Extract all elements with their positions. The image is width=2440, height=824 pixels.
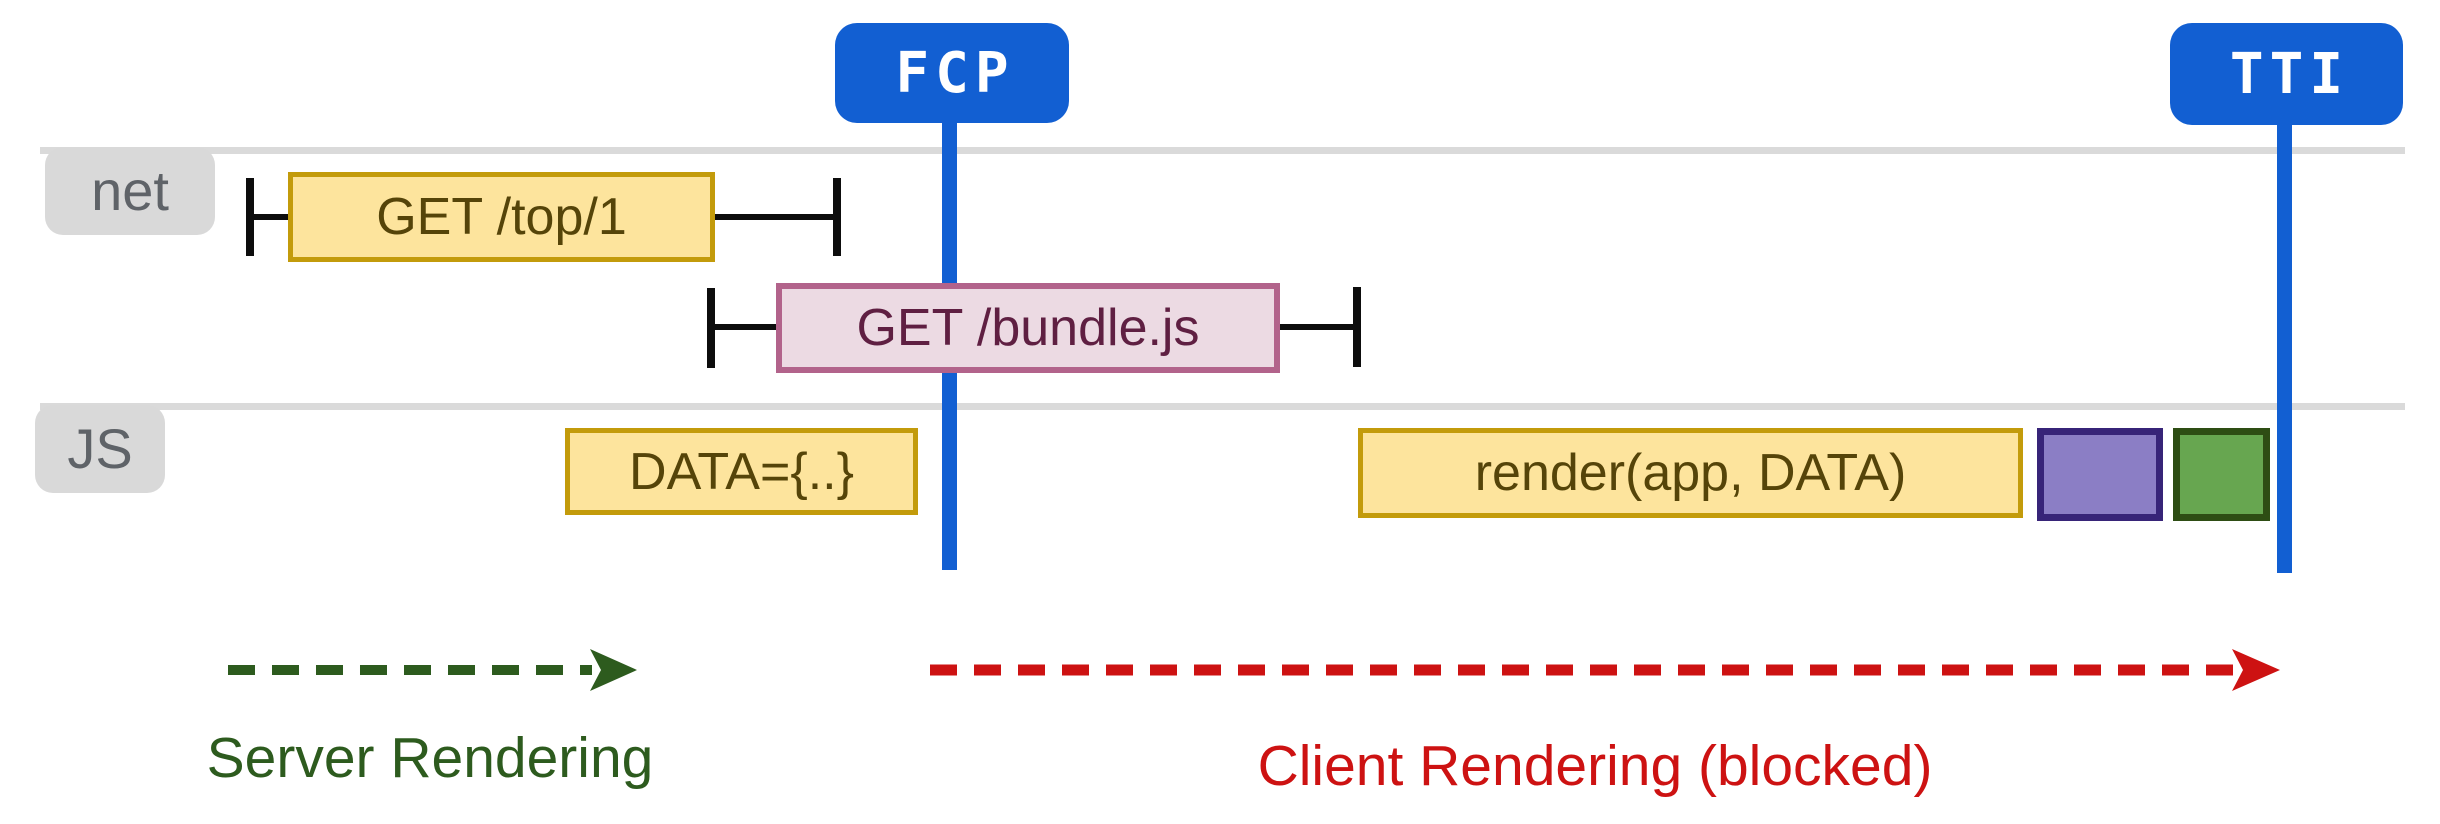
fcp-badge-label: FCP <box>895 40 1015 106</box>
tti-badge: TTI <box>2170 23 2403 125</box>
client-rendering-arrow <box>930 649 2280 691</box>
js-lane-label-text: JS <box>67 417 133 480</box>
get-top-request-label: GET /top/1 <box>376 188 627 246</box>
get-top-start-whisker <box>254 214 288 220</box>
tti-badge-label: TTI <box>2229 41 2350 107</box>
net-lane-line <box>40 147 2405 154</box>
data-task-bar: DATA={..} <box>565 428 918 515</box>
tti-marker-line <box>2277 125 2292 573</box>
js-lane-line <box>40 403 2405 410</box>
purple-task-bar <box>2037 428 2163 521</box>
server-rendering-arrow <box>228 649 637 691</box>
client-rendering-label-text: Client Rendering (blocked) <box>1257 734 1933 798</box>
get-bundle-start-whisker <box>715 324 776 330</box>
get-bundle-start-tick <box>707 288 715 368</box>
render-task-bar: render(app, DATA) <box>1358 428 2023 518</box>
net-lane-label-text: net <box>91 159 169 222</box>
get-top-end-tick <box>833 178 841 256</box>
server-rendering-label-text: Server Rendering <box>206 726 654 790</box>
render-task-label: render(app, DATA) <box>1474 444 1907 502</box>
data-task-label: DATA={..} <box>629 442 854 501</box>
green-task-bar <box>2173 428 2270 521</box>
get-top-request-bar: GET /top/1 <box>288 172 715 262</box>
get-bundle-request-bar: GET /bundle.js <box>776 283 1280 373</box>
client-rendering-label: Client Rendering (blocked) <box>1100 734 2090 800</box>
js-lane-label: JS <box>35 405 165 493</box>
get-top-end-whisker <box>715 214 833 220</box>
get-bundle-end-tick <box>1353 287 1361 367</box>
server-rendering-label: Server Rendering <box>180 726 680 792</box>
get-bundle-end-whisker <box>1280 324 1353 330</box>
net-lane-label: net <box>45 147 215 235</box>
get-top-start-tick <box>246 178 254 256</box>
get-bundle-request-label: GET /bundle.js <box>856 299 1200 357</box>
fcp-badge: FCP <box>835 23 1069 123</box>
